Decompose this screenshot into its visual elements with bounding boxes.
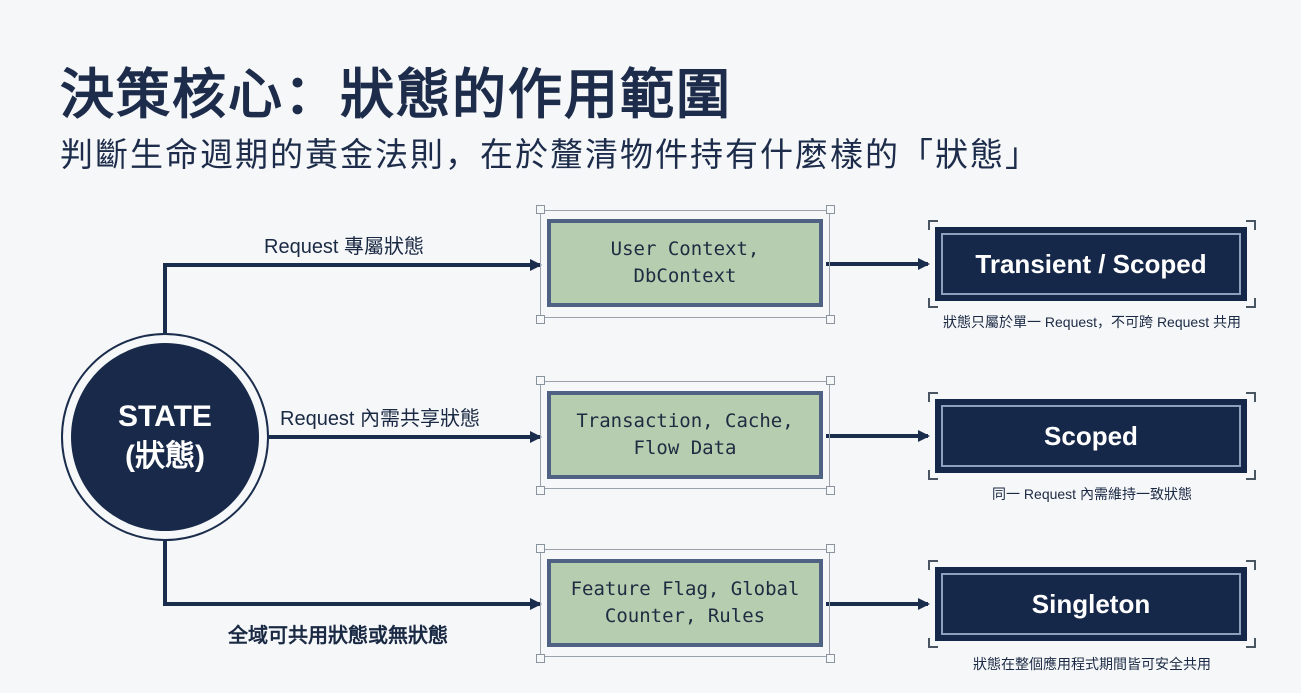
resize-handle — [826, 205, 835, 214]
resize-handle — [536, 486, 545, 495]
corner-bracket — [928, 560, 938, 570]
state-label: STATE — [118, 400, 212, 433]
lifetime-box-scoped: Scoped — [931, 395, 1251, 477]
resize-handle — [536, 544, 545, 553]
lifetime-box-fill: Singleton — [935, 567, 1247, 641]
lifetime-box-fill: Scoped — [935, 399, 1247, 473]
corner-bracket — [1246, 470, 1256, 480]
corner-bracket — [928, 638, 938, 648]
state-label-cn: (狀態) — [125, 440, 205, 473]
corner-bracket — [928, 220, 938, 230]
state-node-inner: STATE (狀態) — [71, 343, 259, 531]
corner-bracket — [1246, 560, 1256, 570]
resize-handle — [826, 544, 835, 553]
selection-frame — [540, 210, 830, 318]
selection-frame — [540, 549, 830, 657]
example-box-request-shared: Transaction, Cache, Flow Data — [547, 391, 823, 479]
corner-bracket — [928, 470, 938, 480]
selection-frame — [540, 381, 830, 489]
branch-label-global: 全域可共用狀態或無狀態 — [228, 625, 448, 647]
page-subtitle: 判斷生命週期的黃金法則，在於釐清物件持有什麼樣的「狀態」 — [60, 135, 1040, 174]
resize-handle — [536, 205, 545, 214]
lifetime-box-singleton: Singleton — [931, 563, 1251, 645]
resize-handle — [536, 315, 545, 324]
resize-handle — [826, 654, 835, 663]
connector-bottom — [163, 541, 542, 610]
caption-scoped: 同一 Request 內需維持一致狀態 — [992, 486, 1192, 502]
lifetime-label: Scoped — [941, 405, 1241, 467]
connector-top — [163, 259, 542, 333]
corner-bracket — [1246, 220, 1256, 230]
lifetime-box-transient-scoped: Transient / Scoped — [931, 223, 1251, 305]
corner-bracket — [928, 298, 938, 308]
resize-handle — [536, 376, 545, 385]
state-node: STATE (狀態) — [61, 333, 269, 541]
lifetime-box-fill: Transient / Scoped — [935, 227, 1247, 301]
example-box-request-only: User Context, DbContext — [547, 219, 823, 307]
branch-label-request-shared: Request 內需共享狀態 — [280, 408, 481, 430]
corner-bracket — [1246, 638, 1256, 648]
caption-singleton: 狀態在整個應用程式期間皆可安全共用 — [973, 656, 1211, 672]
page-title: 決策核心：狀態的作用範圍 — [60, 63, 732, 126]
resize-handle — [826, 486, 835, 495]
resize-handle — [826, 315, 835, 324]
example-box-global: Feature Flag, Global Counter, Rules — [547, 559, 823, 647]
caption-transient-scoped: 狀態只屬於單一 Request，不可跨 Request 共用 — [943, 314, 1241, 330]
lifetime-label: Transient / Scoped — [941, 233, 1241, 295]
branch-label-request-only: Request 專屬狀態 — [264, 236, 425, 258]
corner-bracket — [928, 392, 938, 402]
corner-bracket — [1246, 392, 1256, 402]
corner-bracket — [1246, 298, 1256, 308]
resize-handle — [536, 654, 545, 663]
resize-handle — [826, 376, 835, 385]
lifetime-label: Singleton — [941, 573, 1241, 635]
